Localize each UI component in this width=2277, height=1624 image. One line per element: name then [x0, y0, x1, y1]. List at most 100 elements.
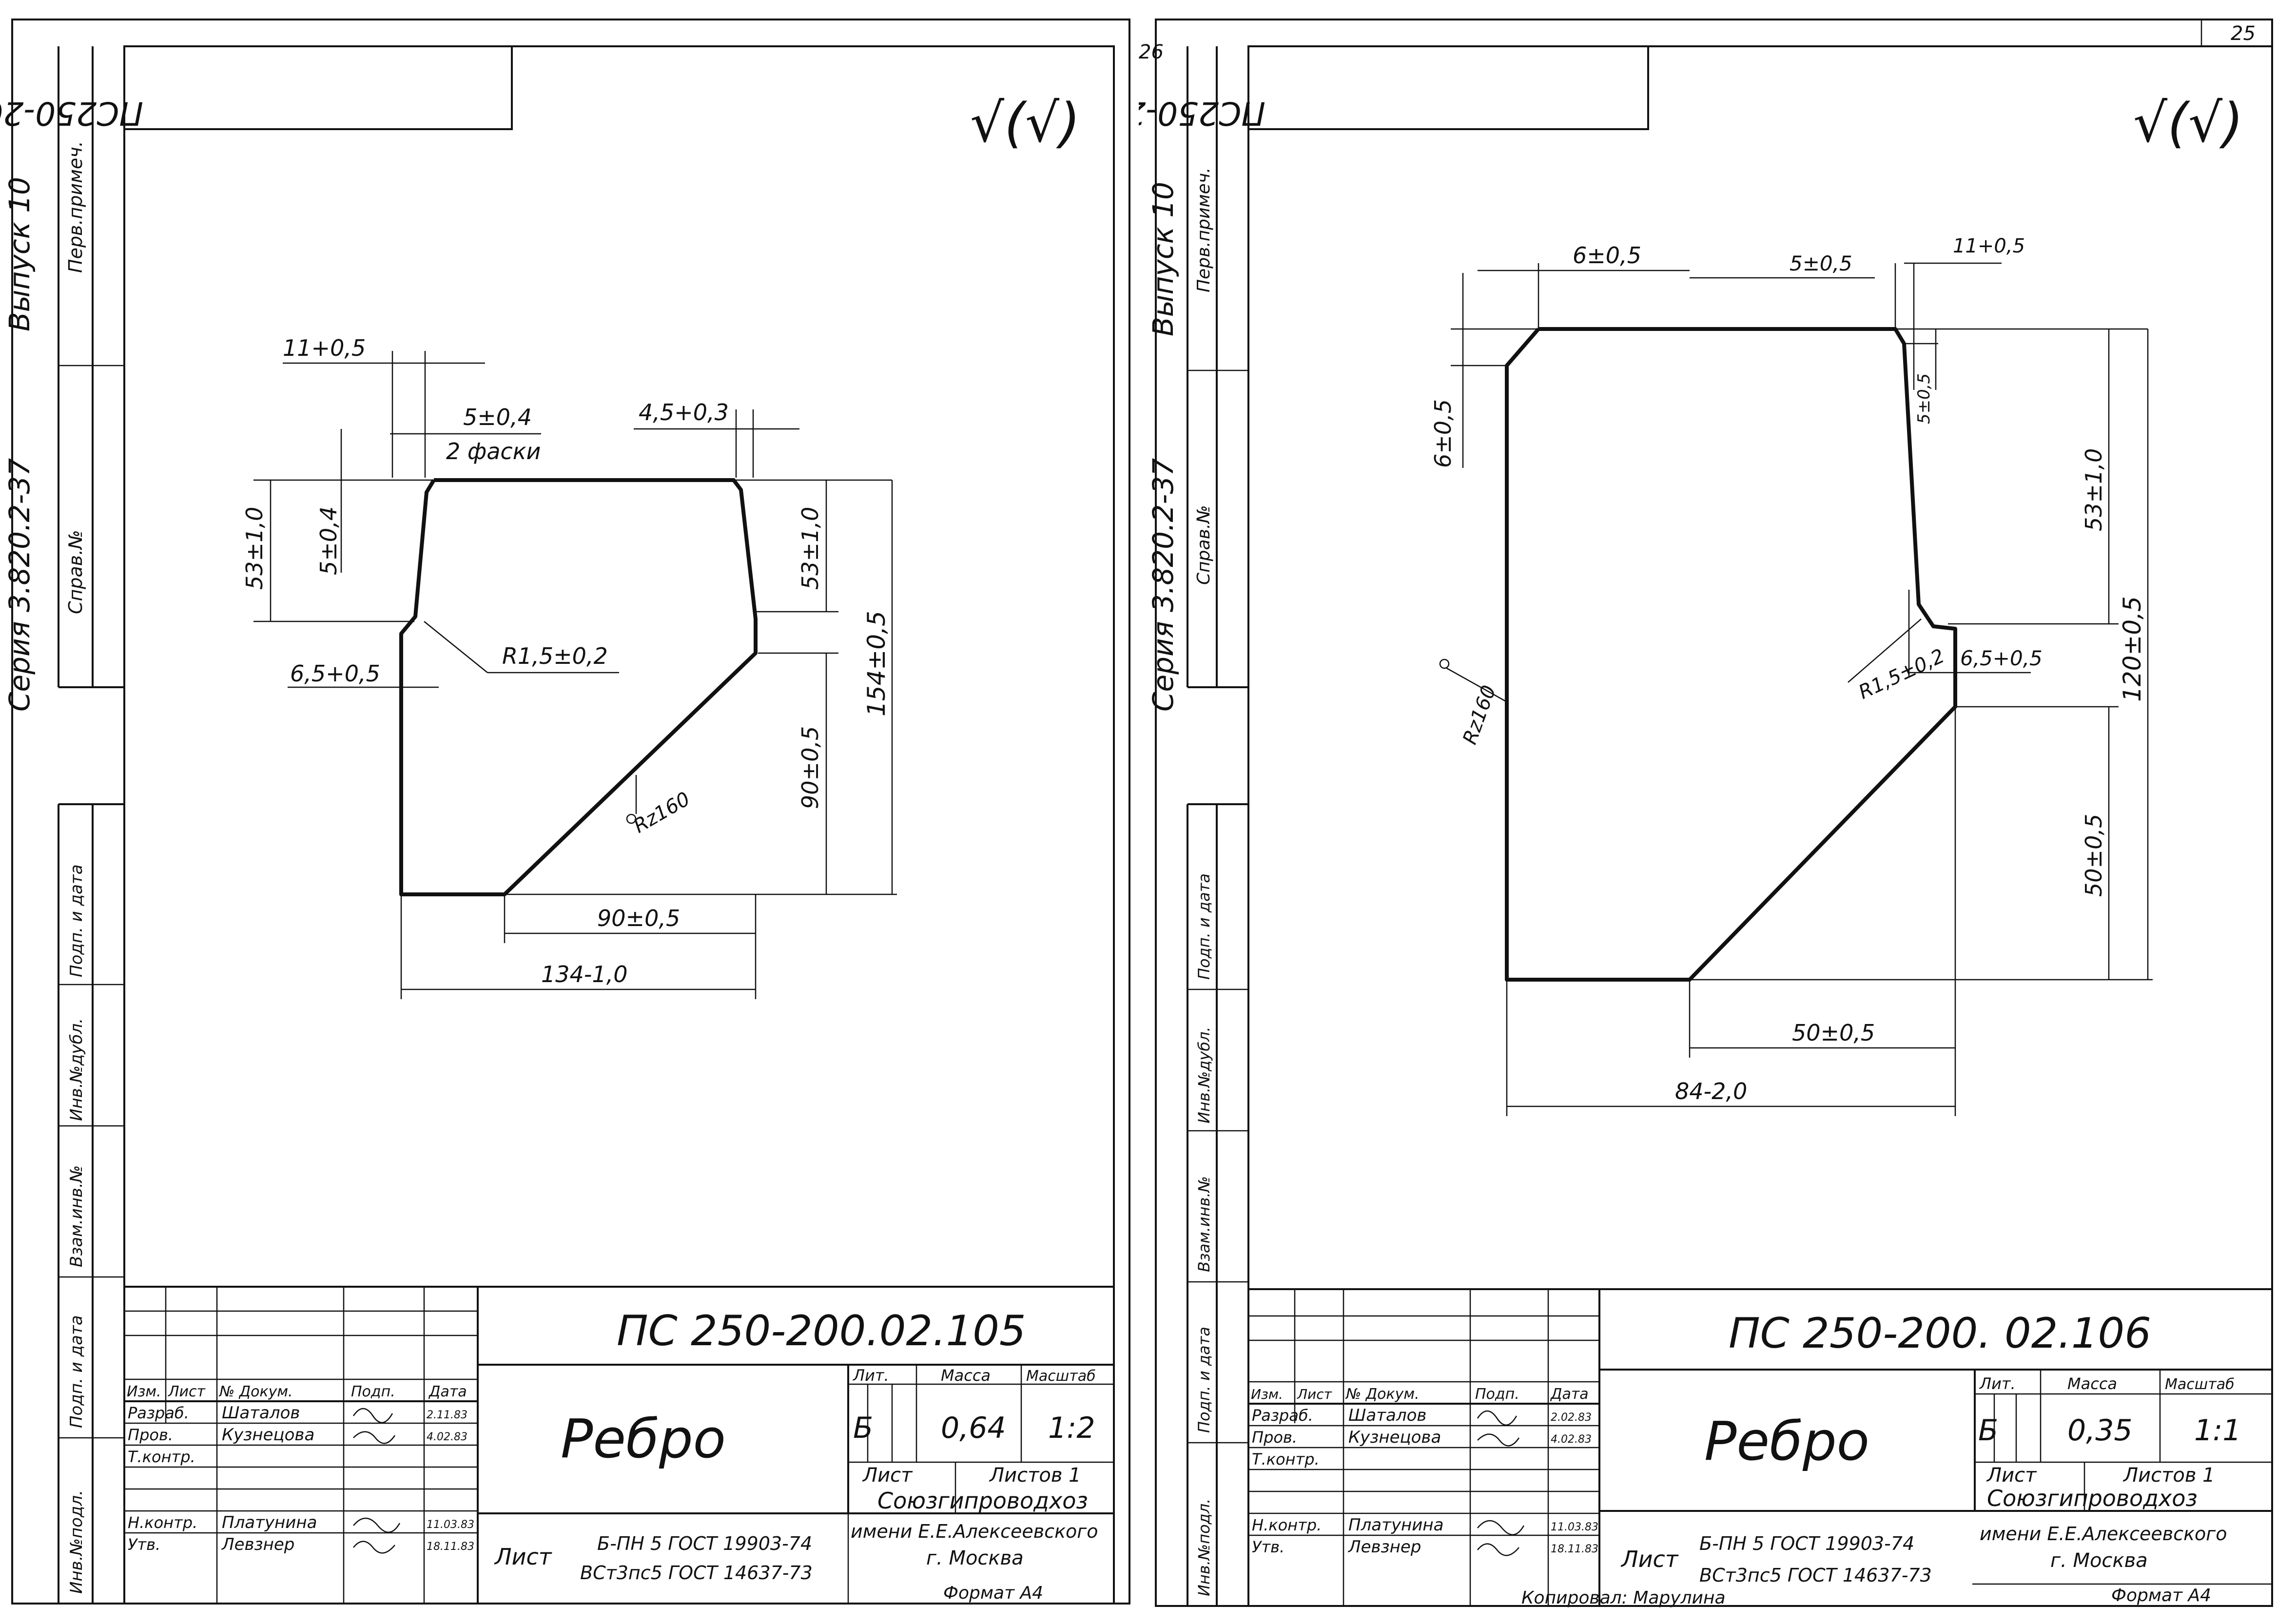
top-code-text: ПС250-200.02.105 — [0, 95, 143, 132]
title-code: ПС 250-200. 02.106 — [1729, 1309, 2151, 1358]
scale-label: Масштаб — [1026, 1368, 1096, 1385]
dim-53: 53±1,0 — [2081, 448, 2107, 531]
dim-90-vert: 90±0,5 — [797, 726, 823, 809]
dim-5-right: 5±0,5 — [1914, 373, 1934, 424]
signature-1 — [352, 1408, 393, 1424]
head-doc: № Докум. — [218, 1383, 293, 1400]
row-date-5: 11.03.83 — [1551, 1521, 1598, 1533]
lit-label: Лит. — [853, 1366, 889, 1385]
signature-6 — [1477, 1543, 1519, 1556]
chamfer-note: 2 фаски — [446, 438, 541, 464]
row-date-6: 18.11.83 — [427, 1541, 474, 1553]
row-role-3: Т.контр. — [1252, 1450, 1320, 1469]
dim-5-top: 5±0,5 — [1790, 251, 1852, 275]
material-2: ВСт3пс5 ГОСТ 14637-73 — [1699, 1565, 1932, 1586]
material-label: Лист — [494, 1544, 552, 1570]
dim-11: 11+0,5 — [283, 335, 366, 361]
roughness-rz: Rz160 — [1459, 682, 1500, 747]
signature-2 — [1477, 1433, 1520, 1447]
page-number: 25 — [2231, 22, 2256, 45]
head-izm: Изм. — [1251, 1386, 1283, 1402]
row-role-5: Н.контр. — [1252, 1516, 1322, 1534]
head-sign: Подп. — [1475, 1386, 1519, 1403]
dim-6-top: 6±0,5 — [1573, 242, 1641, 269]
dim-radius: R1,5±0,2 — [1855, 645, 1948, 704]
signature-5 — [353, 1517, 401, 1533]
drawing-sheet-right: 25 26 Серия 3.820.2-37 Выпуск 10 Перв.пр… — [1139, 0, 2277, 1624]
part-outline — [399, 478, 758, 896]
row-date-5: 11.03.83 — [427, 1519, 474, 1531]
dim-50-horiz: 50±0,5 — [1792, 1020, 1875, 1046]
roughness-rz: Rz160 — [630, 788, 694, 837]
dim-154: 154±0,5 — [862, 611, 891, 716]
format-label: Формат А4 — [943, 1583, 1043, 1603]
signature-6 — [353, 1541, 395, 1554]
stamp-col-5: Инв.№подл. — [1195, 1499, 1213, 1596]
issue-label: Выпуск 10 — [1147, 182, 1180, 336]
dim-5-left: 5±0,4 — [315, 506, 342, 575]
title-block — [1248, 1288, 2272, 1606]
dim-11: 11+0,5 — [1953, 235, 2025, 257]
row-date-1: 2.11.83 — [427, 1409, 467, 1421]
scale-value: 1:1 — [2194, 1413, 2241, 1448]
stamp-col-5: Инв.№подл. — [67, 1490, 86, 1594]
stamp-col-1: Подп. и дата — [1195, 873, 1213, 980]
scale-value: 1:2 — [1048, 1411, 1095, 1445]
org-1: Союзгипроводхоз — [1987, 1485, 2198, 1511]
row-date-2: 4.02.83 — [1551, 1433, 1592, 1446]
stamp-col-2: Инв.№дубл. — [67, 1018, 86, 1121]
row-name-1: Шаталов — [222, 1403, 300, 1423]
stamp-col-3: Взам.инв.№ — [67, 1165, 86, 1267]
sheet-left-svg: Серия 3.820.2-37 Выпуск 10 Перв.примеч. … — [0, 19, 1130, 1605]
dim-120: 120±0,5 — [2118, 596, 2146, 702]
corner-label: 26 — [1139, 41, 1164, 63]
series-label: Серия 3.820.2-37 — [3, 458, 36, 712]
row-role-2: Пров. — [1252, 1428, 1297, 1447]
lit-value: Б — [1978, 1413, 1998, 1448]
org-3: г. Москва — [926, 1547, 1024, 1569]
org-2: имени Е.Е.Алексеевского — [1980, 1523, 2227, 1545]
row-date-1: 2.02.83 — [1551, 1411, 1592, 1424]
lit-label: Лит. — [1979, 1374, 2016, 1393]
scale-label: Масштаб — [2165, 1376, 2235, 1393]
top-code-text: ПС250-200.02.106 — [1139, 95, 1265, 132]
title-code: ПС 250-200.02.105 — [617, 1307, 1026, 1355]
stamp-col-2: Инв.№дубл. — [1195, 1026, 1213, 1123]
signature-5 — [1477, 1520, 1525, 1536]
top-code-box — [123, 45, 513, 130]
row-name-2: Кузнецова — [1348, 1428, 1441, 1447]
material-1: Б-ПН 5 ГОСТ 19903-74 — [597, 1533, 812, 1554]
dim-53-left: 53±1,0 — [241, 507, 268, 590]
surface-finish-mark: √(√) — [2133, 92, 2243, 154]
row-role-1: Разраб. — [1252, 1406, 1313, 1425]
stamp-col-1: Подп. и дата — [67, 864, 86, 977]
mass-label: Масса — [2067, 1374, 2117, 1393]
head-date: Дата — [1550, 1386, 1589, 1403]
inner-frame — [123, 45, 1115, 1605]
mass-label: Масса — [941, 1366, 991, 1385]
row-role-2: Пров. — [128, 1426, 173, 1444]
dim-6-left: 6±0,5 — [1430, 399, 1456, 468]
dim-5-chamfer: 5±0,4 — [463, 404, 532, 430]
title-block — [124, 1286, 1114, 1604]
dim-50-vert: 50±0,5 — [2081, 814, 2107, 897]
sheet-label: Лист — [1986, 1464, 2037, 1487]
row-role-6: Утв. — [128, 1535, 160, 1554]
signature-1 — [1477, 1410, 1518, 1426]
row-name-5: Платунина — [1348, 1515, 1443, 1535]
dim-radius: R1,5±0,2 — [502, 643, 608, 669]
dim-84: 84-2,0 — [1675, 1078, 1747, 1104]
first-use-label: Перв.примеч. — [1194, 167, 1214, 292]
row-name-5: Платунина — [222, 1513, 317, 1532]
head-izm: Изм. — [127, 1383, 161, 1400]
signature-2 — [353, 1431, 396, 1444]
sheets-count: Листов 1 — [989, 1464, 1081, 1487]
outer-frame — [1155, 19, 2273, 1607]
ref-label: Справ.№ — [1194, 505, 1214, 585]
top-code-box — [1247, 45, 1649, 130]
part-name: Ребро — [1704, 1410, 1869, 1472]
row-name-1: Шаталов — [1348, 1406, 1426, 1425]
stamp-col-4: Подп. и дата — [67, 1315, 86, 1428]
issue-label: Выпуск 10 — [3, 177, 36, 331]
sheet-label: Лист — [862, 1464, 913, 1487]
